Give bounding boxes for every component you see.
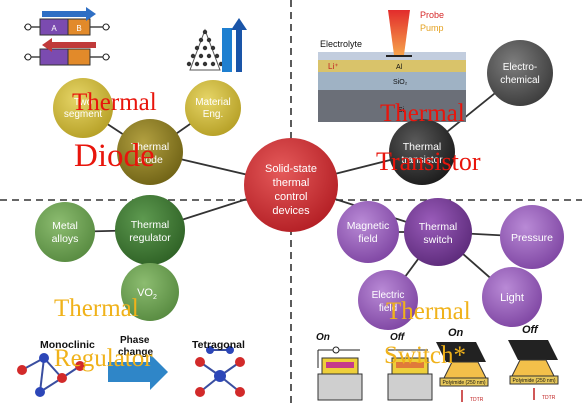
overlay-diode-line2: Diode [74, 138, 155, 174]
node-magnetic-field-line2: field [358, 233, 377, 245]
center-line4: devices [272, 205, 310, 217]
node-electrochemical: Electro- chemical [487, 40, 553, 106]
node-magnetic-field-line1: Magnetic [347, 220, 390, 232]
node-pressure: Pressure [500, 205, 564, 269]
up-arrow-icon [231, 18, 247, 72]
node-thermal-transistor-line2: transistor [401, 155, 443, 166]
segment-a-label: A [51, 24, 57, 33]
electrolyte-label: Electrolyte [320, 39, 362, 49]
electric-field-switch-illustration: On Off [316, 332, 433, 401]
node-two-segment-line2: segment [64, 109, 103, 120]
center-line3: control [274, 191, 307, 203]
tdtr-right-label: TDTR [542, 395, 556, 401]
two-segment-illustration: A B [24, 7, 110, 66]
node-thermal-switch-line1: Thermal [419, 221, 458, 233]
node-metal-alloys-line1: Metal [52, 220, 78, 232]
node-thermal-transistor-line1: Thermal [403, 141, 442, 153]
node-vo2: VO2 [121, 263, 179, 321]
node-thermal-regulator-line2: regulator [129, 232, 171, 244]
al-label: Al [396, 64, 403, 71]
arrow-right-icon [42, 7, 96, 21]
polyimide-right-label: Polyimide (250 nm) [512, 378, 555, 384]
node-material-eng-line2: Eng. [203, 109, 224, 120]
center-line1: Solid-state [265, 163, 317, 175]
arrow-left-icon [42, 38, 96, 52]
node-electrochemical-line2: chemical [500, 75, 539, 86]
node-magnetic-field: Magnetic field [337, 201, 399, 263]
phase-change-arrow-icon [108, 354, 168, 390]
transistor-illustration: Probe Pump Electrolyte Li⁺ Al SiO₂ Si [318, 10, 466, 122]
node-electric-field-line2: field [379, 303, 397, 314]
tetragonal-crystal-icon [195, 346, 245, 397]
sio2-label: SiO₂ [393, 79, 408, 86]
node-thermal-diode-line1: Thermal [131, 141, 170, 153]
phase-change-label-1: Phase [120, 335, 150, 346]
node-electric-field-line1: Electric [372, 290, 405, 301]
node-thermal-diode: Thermal diode [117, 119, 183, 185]
node-metal-alloys-line2: alloys [52, 233, 79, 245]
polyimide-left-label: Polyimide (250 nm) [442, 380, 485, 386]
node-material-eng: Material Eng. [185, 80, 241, 136]
pump-label: Pump [420, 23, 444, 33]
li-ion-label: Li⁺ [328, 62, 338, 71]
node-electric-field: Electric field [358, 270, 418, 330]
monoclinic-crystal-icon [17, 353, 85, 397]
phase-change-label-2: change [118, 347, 153, 358]
material-eng-illustration [186, 18, 247, 72]
node-material-eng-line1: Material [195, 97, 231, 108]
on-left-label: On [316, 332, 330, 343]
overlay-switch-line1: Thermal [386, 298, 471, 325]
overlay-switch-line2: Switch* [384, 342, 466, 369]
node-two-segment-line1: Two [74, 97, 93, 108]
overlay-transistor-line1: Thermal [380, 100, 465, 127]
node-light: Light [482, 267, 542, 327]
node-thermal-diode-line2: diode [137, 154, 163, 166]
on-right-label: On [448, 327, 464, 339]
node-vo2-label: VO2 [137, 287, 157, 301]
tdtr-left-label: TDTR [470, 397, 484, 403]
overlay-transistor-line2: Transistor [376, 147, 481, 176]
node-center: Solid-state thermal control devices [244, 138, 338, 232]
overlay-regulator-line1: Thermal [54, 295, 139, 322]
node-vo2-sub: 2 [153, 294, 157, 301]
center-line2: thermal [273, 177, 310, 189]
probe-label: Probe [420, 10, 444, 20]
node-thermal-switch: Thermal switch [404, 198, 472, 266]
off-right-label: Off [522, 324, 539, 336]
node-thermal-regulator-line1: Thermal [131, 219, 170, 231]
node-light-line1: Light [500, 292, 524, 304]
node-metal-alloys: Metal alloys [35, 202, 95, 262]
node-thermal-regulator: Thermal regulator [115, 195, 185, 265]
node-thermal-transistor: Thermal transistor [389, 119, 455, 185]
overlay-diode-line1: Thermal [72, 89, 157, 116]
si-label: Si [398, 107, 405, 114]
overlay-regulator-line2: Regulator [54, 345, 153, 372]
node-two-segment: Two segment [53, 78, 113, 138]
node-vo2-main: VO [137, 287, 153, 299]
node-pressure-line1: Pressure [511, 232, 553, 244]
light-switch-illustration: On Off Polyimide (250 nm) Polyimide (250… [436, 324, 559, 403]
node-electrochemical-line1: Electro- [503, 62, 537, 73]
off-left-label: Off [390, 332, 406, 343]
monoclinic-label: Monoclinic [40, 339, 95, 351]
tetragonal-label: Tetragonal [192, 339, 245, 351]
segment-b-label: B [76, 24, 81, 33]
node-thermal-switch-line2: switch [423, 234, 452, 246]
